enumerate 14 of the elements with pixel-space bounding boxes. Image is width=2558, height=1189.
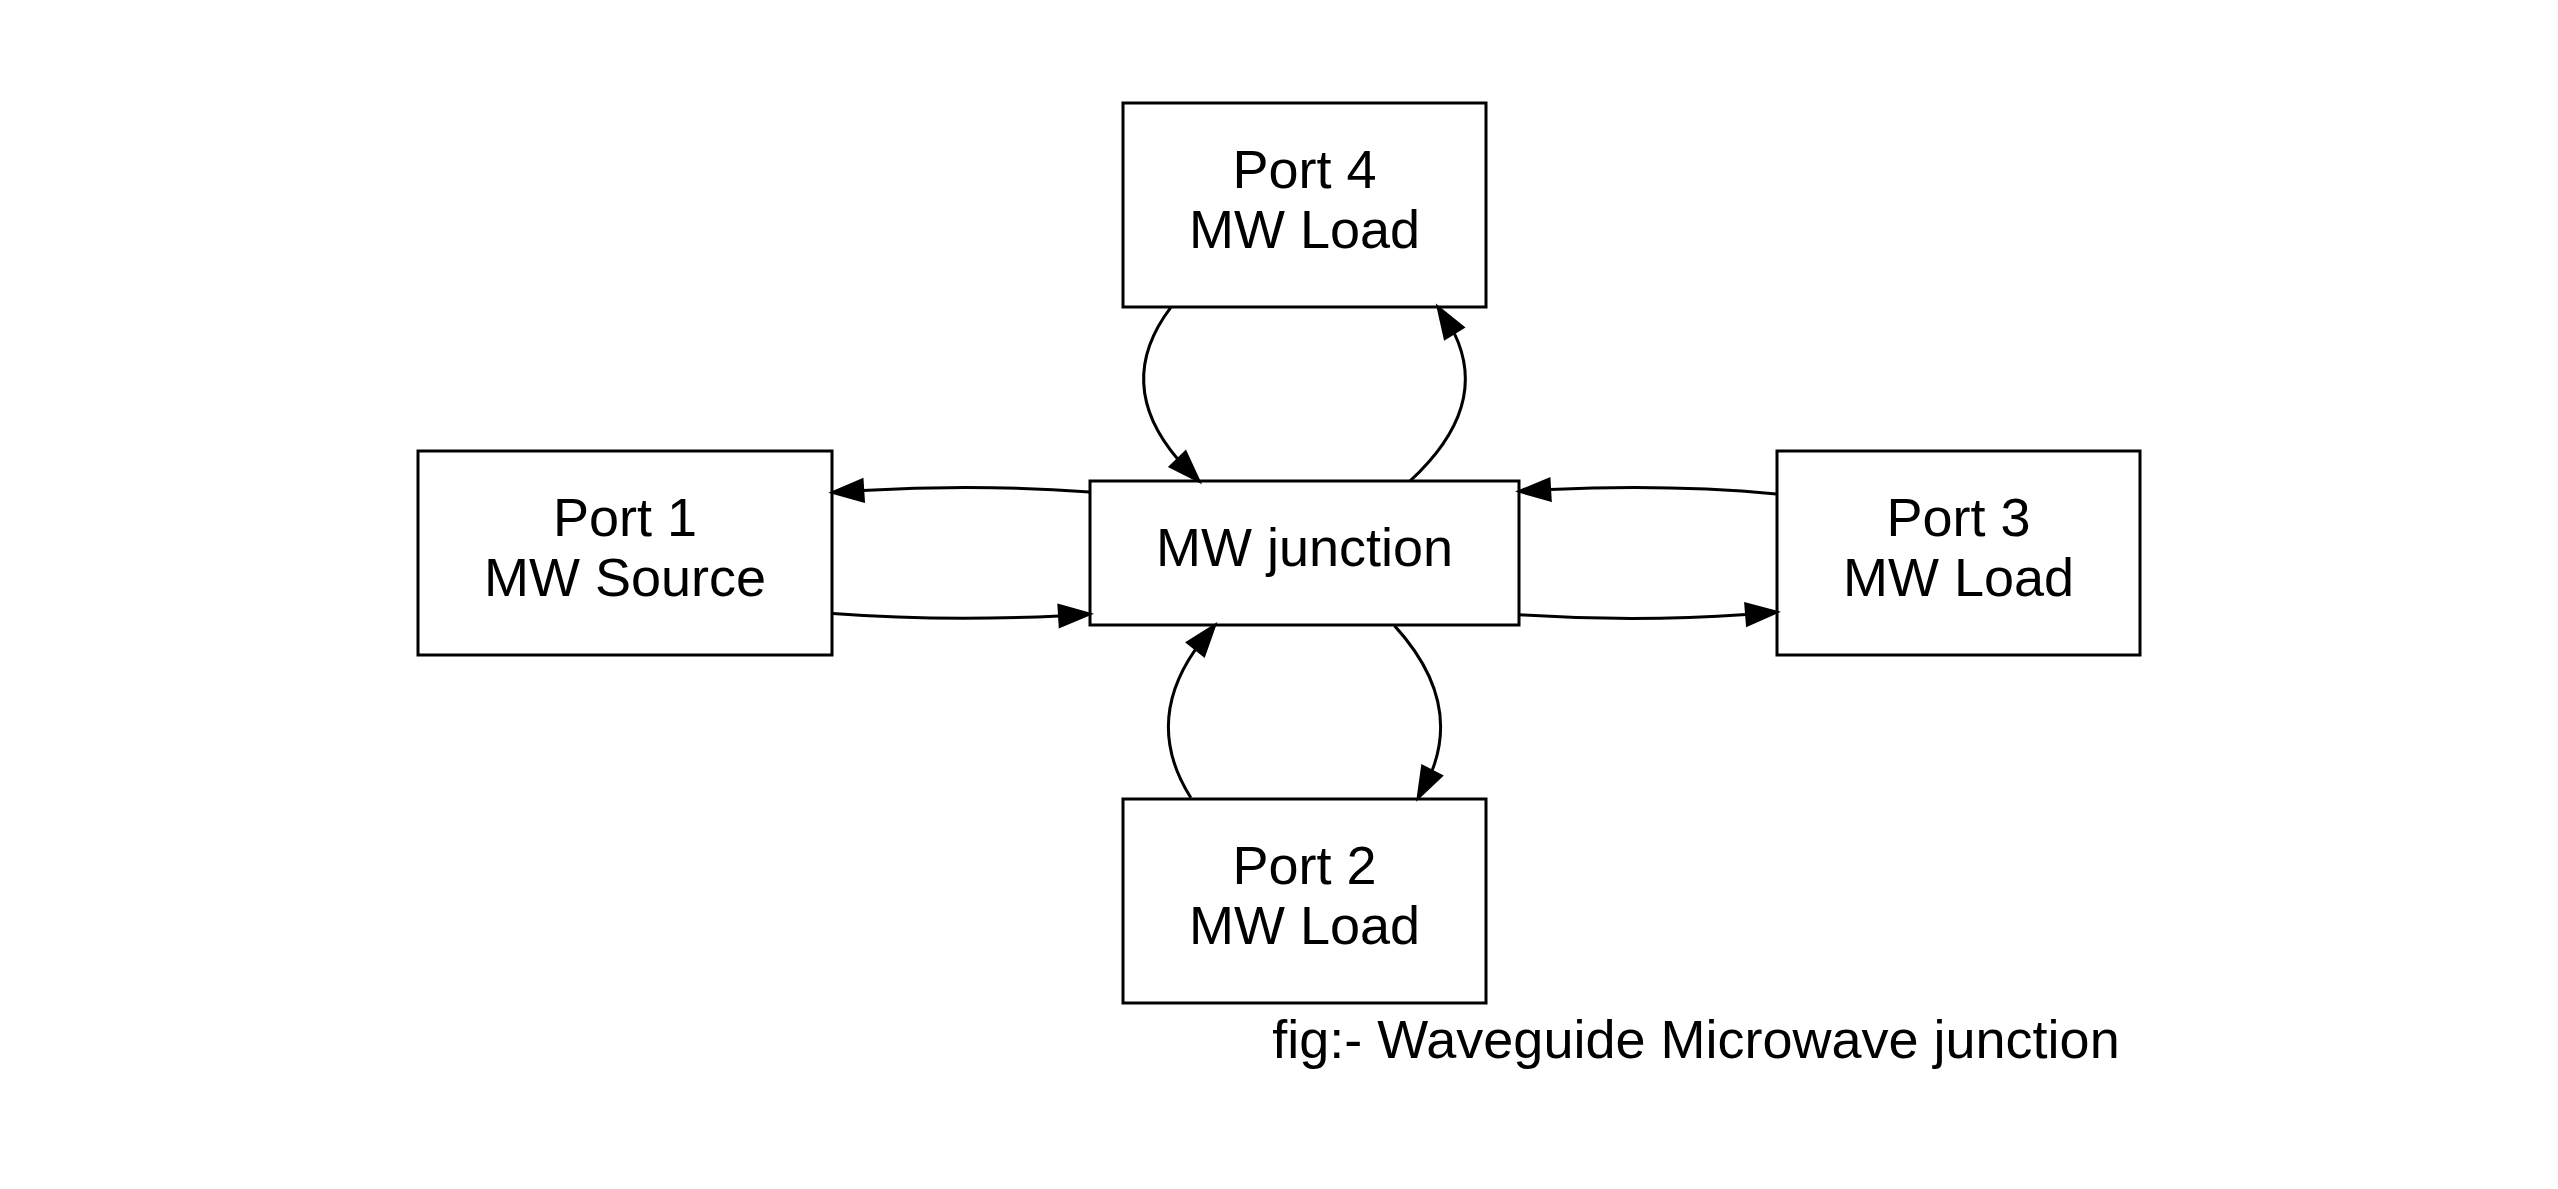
- node-box: Port 1 MW Source: [416, 449, 834, 656]
- arrow: [1409, 303, 1467, 482]
- arrow: [1142, 306, 1203, 484]
- arrow: [828, 477, 1090, 503]
- node-box: Port 4 MW Load: [1121, 101, 1488, 308]
- arrow: [1166, 621, 1218, 798]
- arrow: [1519, 601, 1781, 627]
- node-box: Port 2 MW Load: [1121, 797, 1488, 1004]
- caption: fig:- Waveguide Microwave junction: [1272, 1008, 2120, 1069]
- arrow: [832, 602, 1095, 629]
- node-box: MW junction: [1088, 479, 1521, 626]
- arrow: [1515, 476, 1777, 502]
- node-box: Port 3 MW Load: [1775, 449, 2142, 656]
- arrow: [1393, 624, 1444, 802]
